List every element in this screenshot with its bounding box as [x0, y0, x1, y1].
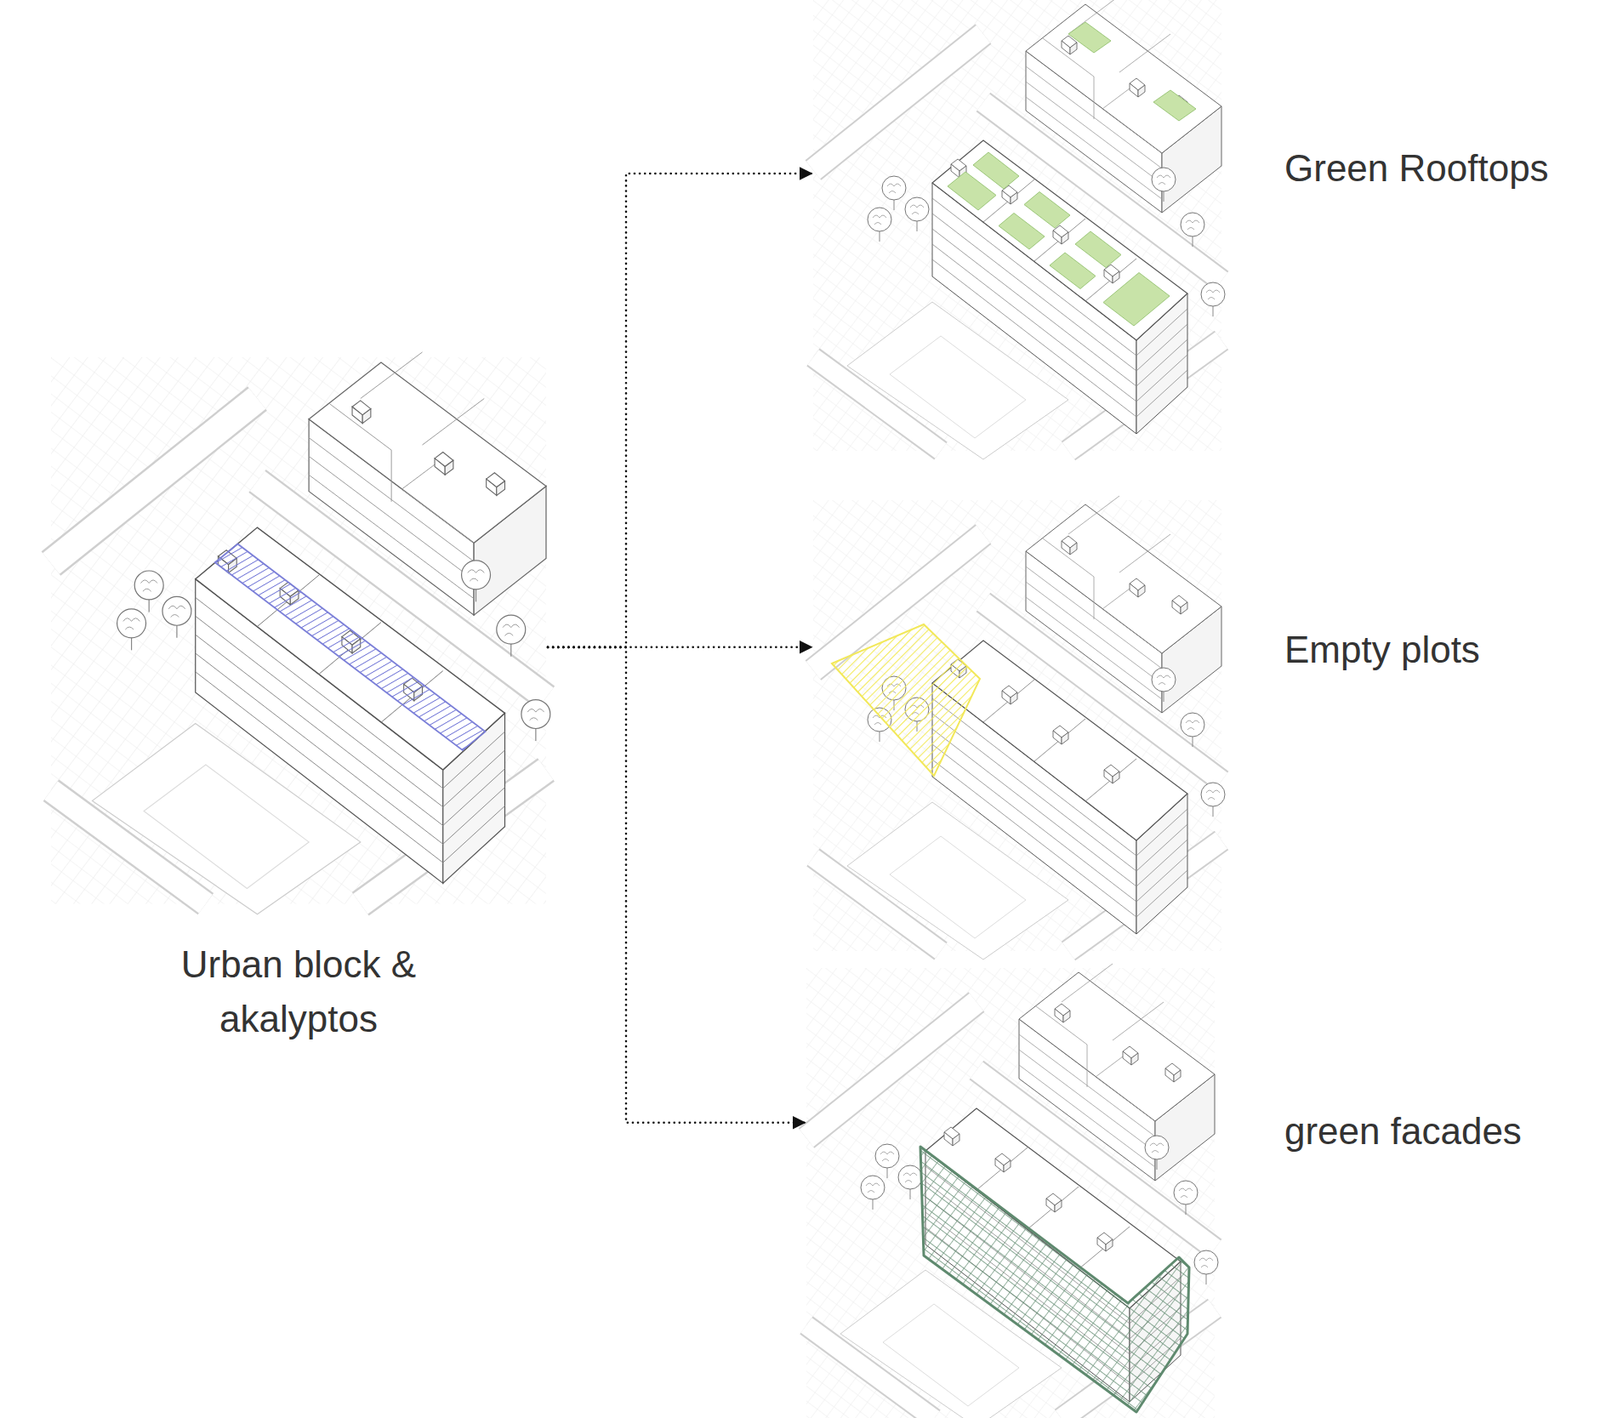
urban-block-panel: Urban block & akalyptos: [51, 357, 547, 904]
panel-label: green facades: [1284, 1104, 1522, 1159]
dotted-arrow: [547, 173, 812, 648]
block-scene: [806, 963, 1219, 1418]
block-scene: [51, 352, 551, 915]
dotted-arrow: [547, 645, 812, 649]
green-facade-hatch: [920, 1146, 1190, 1413]
empty-plot-hatch: [831, 624, 980, 776]
block-scene: [813, 495, 1225, 960]
panel-label: Empty plots: [1284, 622, 1481, 678]
akalyptos-hatch: [215, 543, 486, 750]
panel-label: Green Rooftops: [1284, 141, 1549, 196]
urban-block-illustration: [51, 352, 551, 915]
green-rooftops-illustration: [813, 0, 1225, 460]
rooftop-greenery: [947, 22, 1196, 326]
green-facades-illustration: [806, 963, 1219, 1418]
dotted-arrow: [547, 647, 805, 1123]
green-facades-panel: green facades: [806, 967, 1215, 1418]
green-rooftops-panel: Green Rooftops: [813, 0, 1222, 451]
empty-plots-illustration: [813, 495, 1225, 960]
empty-plots-panel: Empty plots: [813, 500, 1222, 951]
panel-label: Urban block & akalyptos: [175, 937, 422, 1047]
block-scene: [813, 0, 1225, 460]
